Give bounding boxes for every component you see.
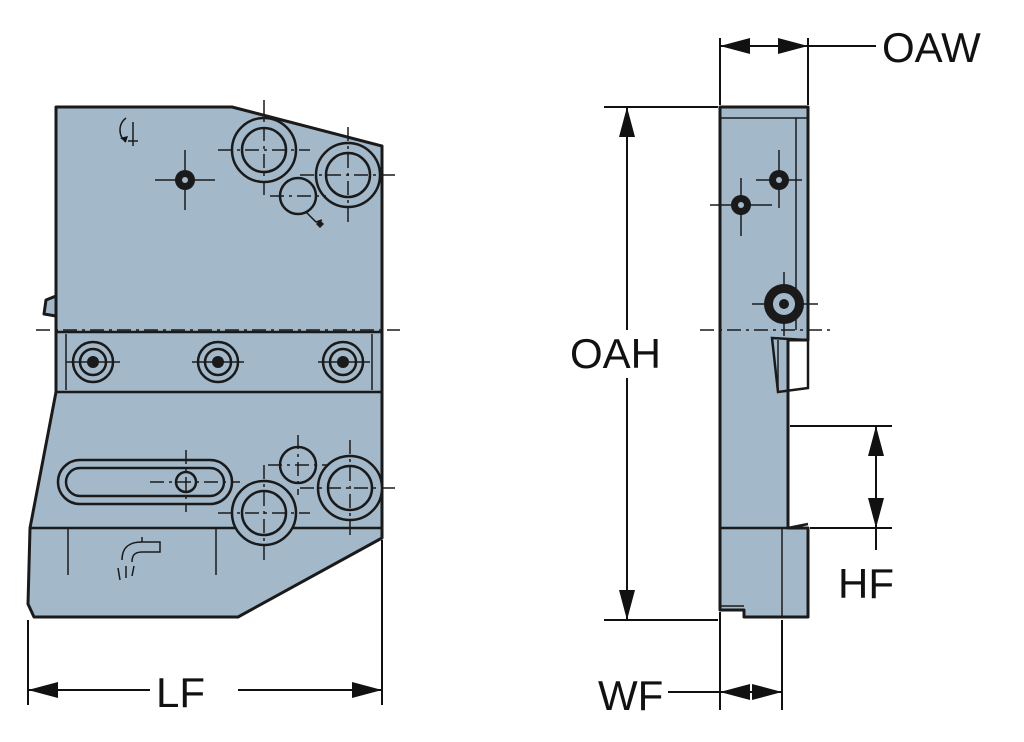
side-view: OAW OAH HF WF — [570, 24, 981, 719]
side-pin-upper — [756, 150, 802, 208]
lower-small-hole — [268, 435, 328, 495]
upper-small-hole — [270, 176, 326, 216]
oah-dimension: OAH — [570, 106, 718, 621]
upper-screw-hole-right — [300, 127, 398, 225]
oah-label: OAH — [570, 330, 661, 377]
oaw-label: OAW — [882, 24, 981, 71]
upper-screw-hole-left — [218, 100, 310, 200]
coolant-tap-icon — [117, 537, 161, 581]
side-pin-lower — [710, 178, 772, 236]
clamp-screw-3 — [318, 340, 370, 384]
left-tab — [42, 294, 58, 318]
front-view: LF — [26, 100, 400, 716]
side-body — [718, 105, 810, 619]
clamp-screw-2 — [192, 340, 244, 384]
rotation-symbol-icon — [119, 117, 138, 146]
side-screw-head — [752, 272, 818, 336]
clamp-screw-1 — [66, 340, 120, 384]
upper-pin — [155, 150, 215, 210]
lf-dimension: LF — [27, 540, 383, 716]
wf-label: WF — [598, 672, 663, 719]
oaw-dimension: OAW — [719, 24, 981, 105]
wf-dimension: WF — [598, 612, 783, 719]
hf-dimension: HF — [790, 425, 894, 607]
clamp-strip — [54, 330, 384, 394]
hf-label: HF — [838, 560, 894, 607]
lower-screw-hole-left — [218, 465, 310, 562]
coolant-symbol-icon — [305, 211, 324, 228]
lower-screw-hole-right — [300, 440, 398, 536]
lf-label: LF — [156, 669, 205, 716]
adjustment-slot — [56, 450, 240, 512]
